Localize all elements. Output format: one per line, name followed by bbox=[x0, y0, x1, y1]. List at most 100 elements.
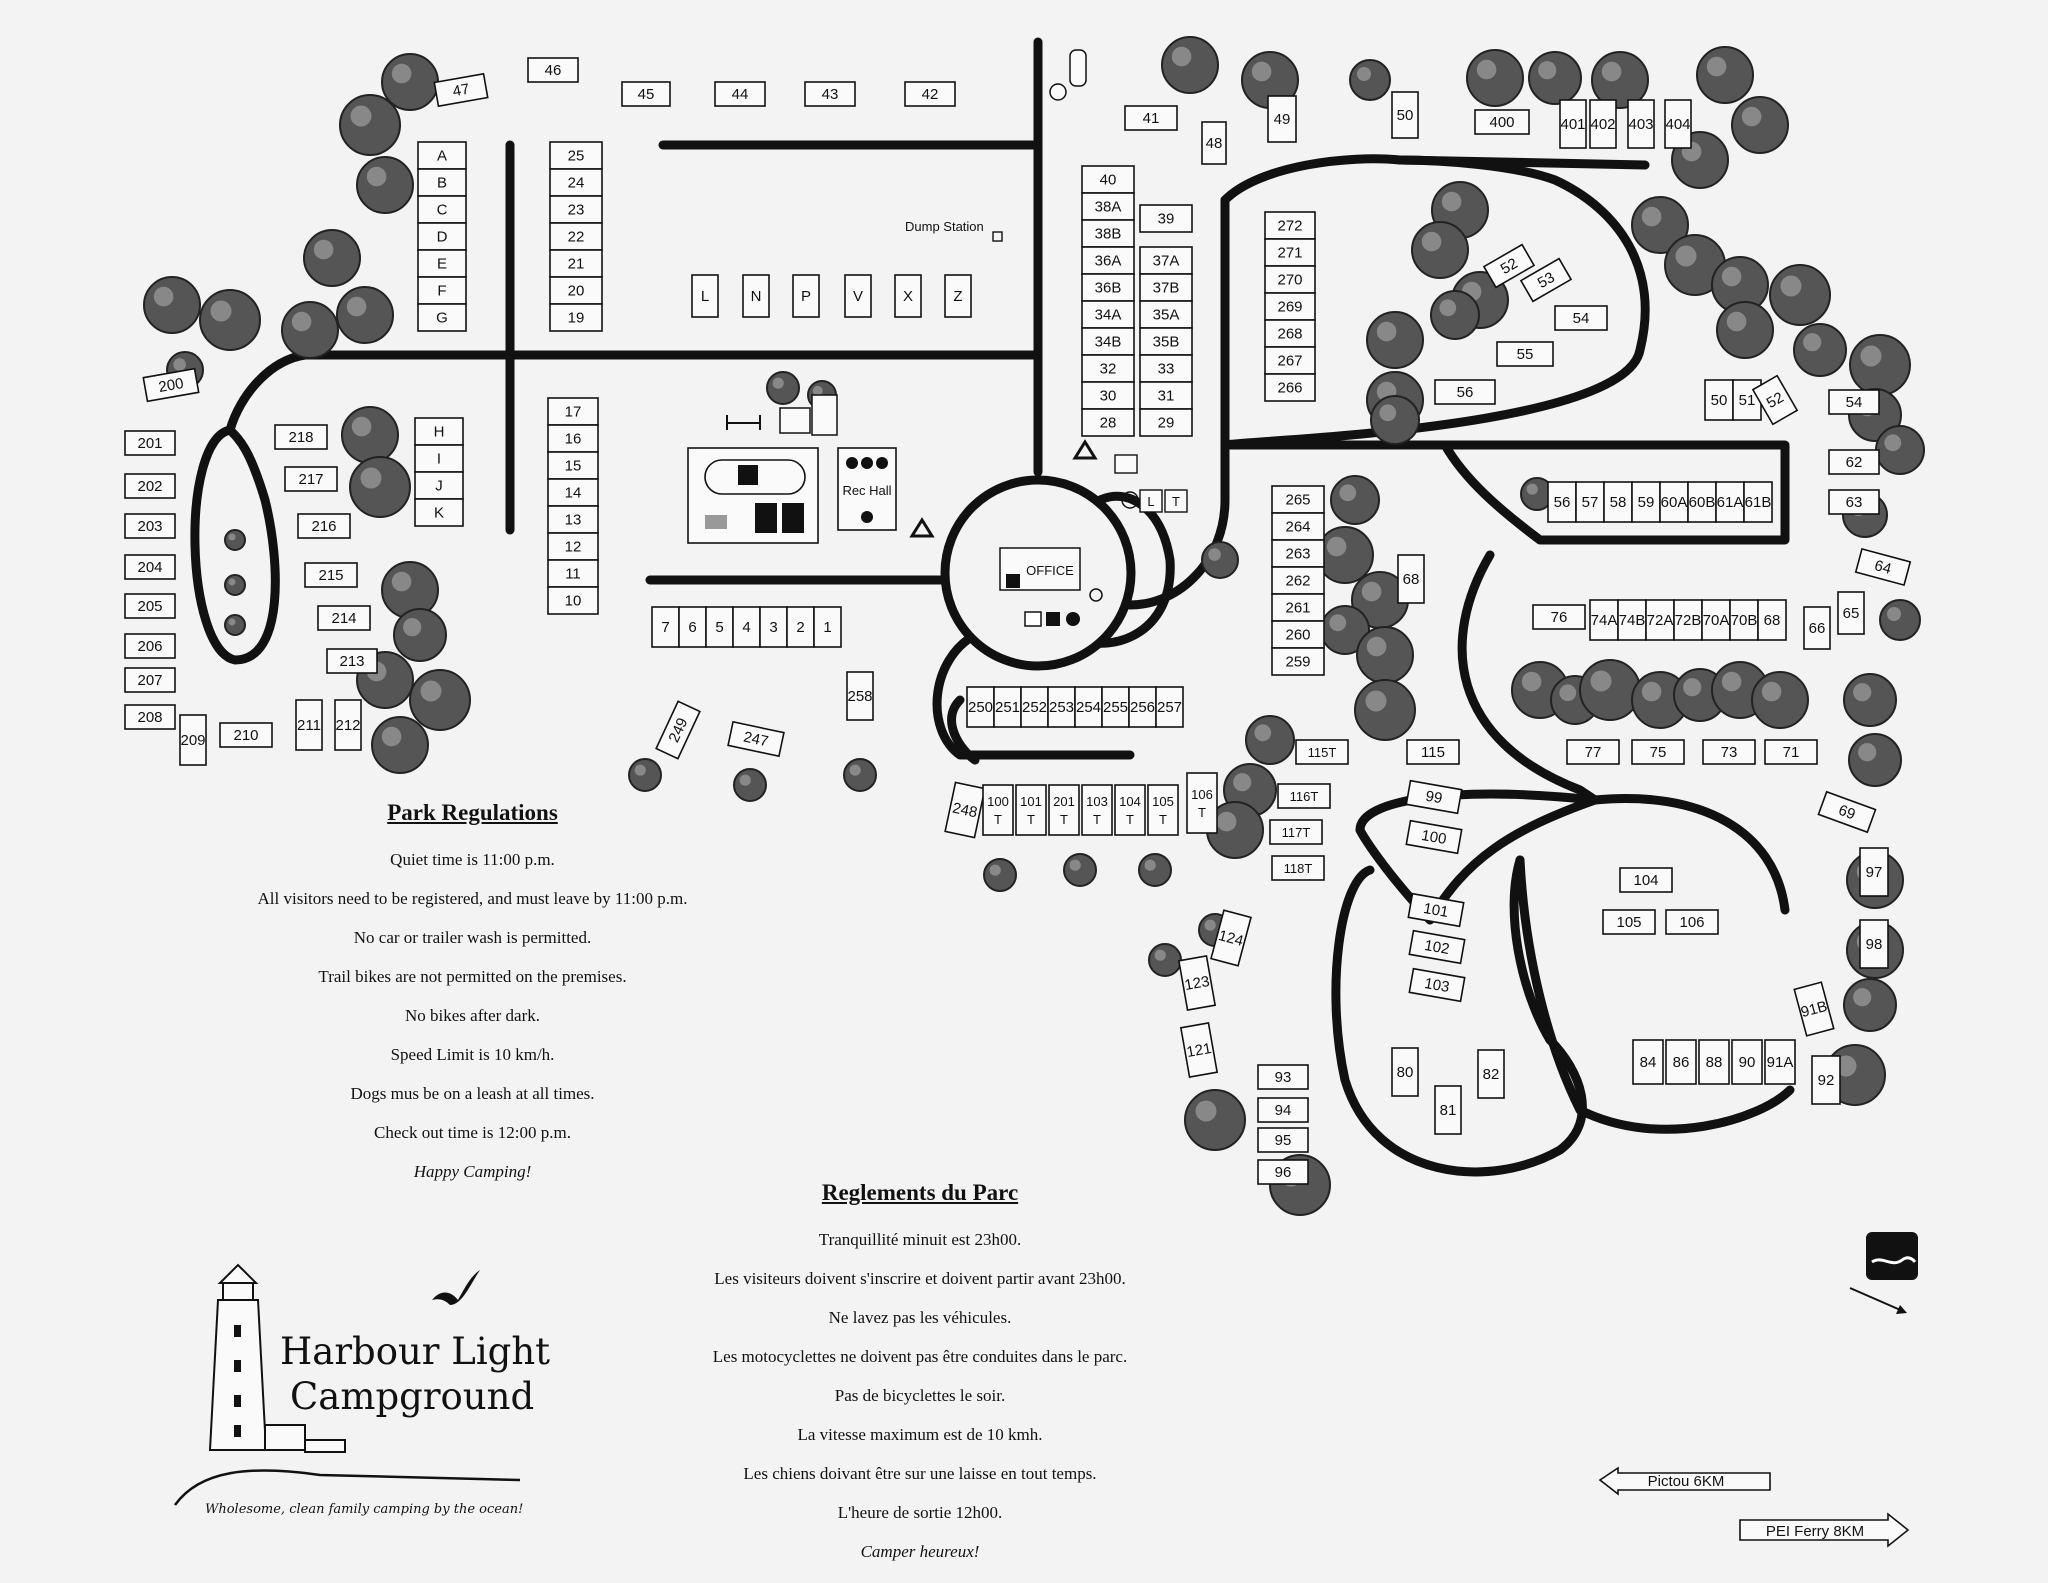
campsite[interactable]: 263 bbox=[1271, 539, 1325, 568]
campsite[interactable]: 206 bbox=[124, 633, 176, 659]
campsite[interactable]: 60B bbox=[1687, 481, 1717, 523]
campsite[interactable]: 262 bbox=[1271, 566, 1325, 595]
campsite[interactable]: 118T bbox=[1271, 855, 1325, 881]
campsite[interactable]: 39 bbox=[1139, 204, 1193, 233]
campsite[interactable]: 248 bbox=[944, 781, 986, 839]
campsite[interactable]: 201 bbox=[124, 430, 176, 456]
campsite[interactable]: 19 bbox=[549, 303, 603, 332]
campsite[interactable]: 64 bbox=[1854, 547, 1912, 587]
campsite[interactable]: 46 bbox=[527, 57, 579, 83]
campsite[interactable]: 98 bbox=[1859, 919, 1889, 969]
campsite[interactable]: 58 bbox=[1603, 481, 1633, 523]
campsite[interactable]: 212 bbox=[334, 699, 362, 751]
campsite[interactable]: L bbox=[691, 274, 719, 318]
campsite[interactable]: 37A bbox=[1139, 246, 1193, 275]
campsite[interactable]: 80 bbox=[1391, 1047, 1419, 1097]
campsite[interactable]: 70A bbox=[1701, 599, 1731, 641]
campsite[interactable]: V bbox=[844, 274, 872, 318]
campsite[interactable]: 33 bbox=[1139, 354, 1193, 383]
campsite[interactable]: 34A bbox=[1081, 300, 1135, 329]
campsite[interactable]: 38B bbox=[1081, 219, 1135, 248]
campsite[interactable]: 254 bbox=[1074, 686, 1103, 728]
campsite[interactable]: H bbox=[414, 417, 464, 446]
campsite[interactable]: 47 bbox=[433, 72, 489, 108]
campsite[interactable]: 11 bbox=[547, 559, 599, 588]
campsite[interactable]: 54 bbox=[1554, 305, 1608, 331]
campsite[interactable]: 256 bbox=[1128, 686, 1157, 728]
campsite[interactable]: 10 bbox=[547, 586, 599, 615]
campsite[interactable]: 257 bbox=[1155, 686, 1184, 728]
campsite[interactable]: 63 bbox=[1828, 489, 1880, 515]
campsite[interactable]: 77 bbox=[1566, 739, 1620, 765]
campsite[interactable]: 35A bbox=[1139, 300, 1193, 329]
campsite[interactable]: 2 bbox=[786, 606, 815, 648]
campsite[interactable]: 38A bbox=[1081, 192, 1135, 221]
campsite[interactable]: 59 bbox=[1631, 481, 1661, 523]
campsite[interactable]: 36A bbox=[1081, 246, 1135, 275]
campsite[interactable]: 32 bbox=[1081, 354, 1135, 383]
campsite[interactable]: 116T bbox=[1277, 783, 1331, 809]
campsite[interactable]: 56 bbox=[1434, 379, 1496, 405]
campsite[interactable]: 28 bbox=[1081, 408, 1135, 437]
campsite[interactable]: 74B bbox=[1617, 599, 1647, 641]
campsite[interactable]: 53 bbox=[1519, 257, 1573, 303]
campsite[interactable]: 251 bbox=[993, 686, 1022, 728]
campsite[interactable]: I bbox=[414, 444, 464, 473]
campsite[interactable]: 271 bbox=[1264, 238, 1316, 267]
campsite[interactable]: 258 bbox=[846, 671, 874, 721]
campsite[interactable]: J bbox=[414, 471, 464, 500]
campsite[interactable]: 270 bbox=[1264, 265, 1316, 294]
campsite[interactable]: 210 bbox=[219, 722, 273, 748]
campsite[interactable]: 55 bbox=[1496, 341, 1554, 367]
campsite[interactable]: 50 bbox=[1704, 379, 1734, 421]
campsite[interactable]: 41 bbox=[1124, 105, 1178, 131]
campsite[interactable]: 401 bbox=[1559, 99, 1587, 149]
campsite[interactable]: 6 bbox=[678, 606, 707, 648]
campsite[interactable]: 50 bbox=[1391, 91, 1419, 139]
campsite[interactable]: 31 bbox=[1139, 381, 1193, 410]
campsite[interactable]: 61A bbox=[1715, 481, 1745, 523]
campsite[interactable]: 265 bbox=[1271, 485, 1325, 514]
campsite[interactable]: 97 bbox=[1859, 847, 1889, 897]
campsite[interactable]: 13 bbox=[547, 505, 599, 534]
campsite[interactable]: 70B bbox=[1729, 599, 1759, 641]
campsite[interactable]: 402 bbox=[1589, 99, 1617, 149]
campsite[interactable]: 106 bbox=[1665, 909, 1719, 935]
campsite[interactable]: 216 bbox=[297, 513, 351, 539]
campsite[interactable]: 247 bbox=[727, 720, 785, 758]
campsite[interactable]: B bbox=[417, 168, 467, 197]
campsite[interactable]: 264 bbox=[1271, 512, 1325, 541]
campsite[interactable]: 7 bbox=[651, 606, 680, 648]
campsite[interactable]: 66 bbox=[1803, 606, 1831, 650]
campsite[interactable]: K bbox=[414, 498, 464, 527]
campsite[interactable]: 75 bbox=[1631, 739, 1685, 765]
campsite[interactable]: 69 bbox=[1817, 790, 1877, 834]
campsite[interactable]: 211 bbox=[295, 699, 323, 751]
campsite[interactable]: 213 bbox=[326, 648, 378, 674]
campsite[interactable]: 268 bbox=[1264, 319, 1316, 348]
campsite[interactable]: 208 bbox=[124, 704, 176, 730]
campsite[interactable]: 21 bbox=[549, 249, 603, 278]
campsite[interactable]: 30 bbox=[1081, 381, 1135, 410]
campsite[interactable]: 86 bbox=[1665, 1039, 1697, 1085]
campsite[interactable]: 23 bbox=[549, 195, 603, 224]
campsite[interactable]: D bbox=[417, 222, 467, 251]
campsite[interactable]: 115 bbox=[1406, 739, 1460, 765]
campsite[interactable]: 73 bbox=[1702, 739, 1756, 765]
campsite[interactable]: 259 bbox=[1271, 647, 1325, 676]
campsite[interactable]: 84 bbox=[1632, 1039, 1664, 1085]
campsite[interactable]: 101 bbox=[1407, 892, 1465, 928]
campsite[interactable]: 68 bbox=[1397, 554, 1425, 604]
campsite[interactable]: 72A bbox=[1645, 599, 1675, 641]
campsite[interactable]: 52 bbox=[1482, 243, 1536, 289]
campsite[interactable]: 105 bbox=[1602, 909, 1656, 935]
campsite[interactable]: 91A bbox=[1764, 1039, 1796, 1085]
campsite[interactable]: 1 bbox=[813, 606, 842, 648]
campsite[interactable]: 269 bbox=[1264, 292, 1316, 321]
campsite[interactable]: 400 bbox=[1474, 109, 1530, 135]
